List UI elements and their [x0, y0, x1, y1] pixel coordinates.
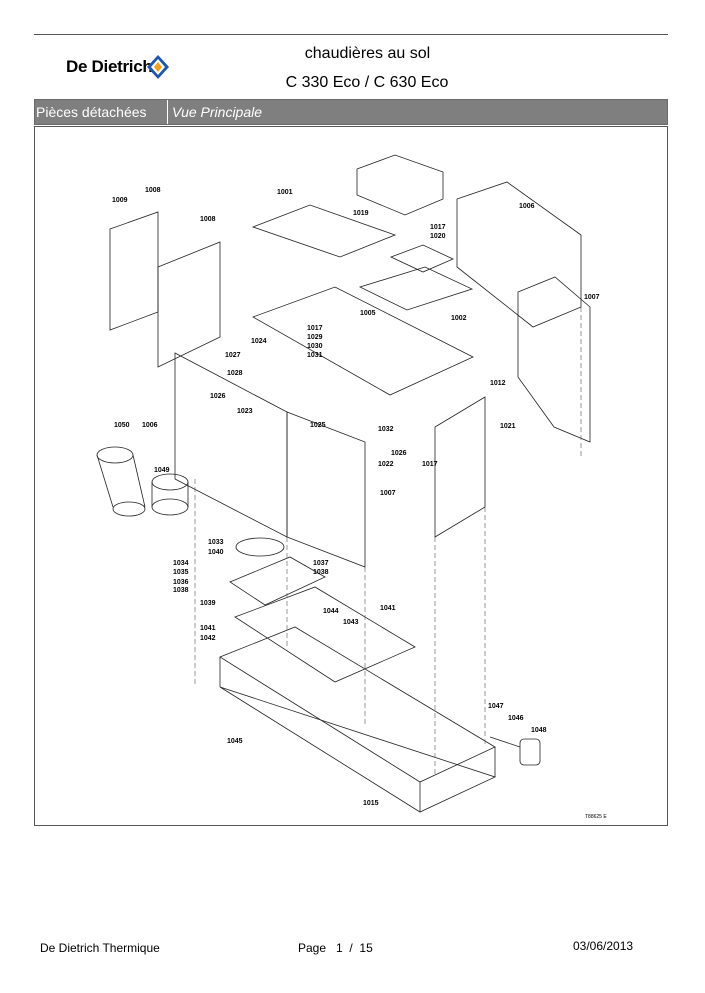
part-label: 1028 [227, 370, 243, 377]
part-label: 1043 [343, 619, 359, 626]
part-label: 1040 [208, 549, 224, 556]
part-label: 1035 [173, 569, 189, 576]
part-label: 1002 [451, 315, 467, 322]
part-label: 1021 [500, 423, 516, 430]
side-panel-1021 [434, 396, 486, 538]
part-label: 1029 [307, 334, 323, 341]
drawing-reference: T88625 E [585, 814, 607, 820]
part-label: 1017 [422, 461, 438, 468]
part-label: 1038 [313, 569, 329, 576]
header-rule [34, 34, 668, 35]
part-label: 1034 [173, 560, 189, 567]
part-label: 1022 [378, 461, 394, 468]
footer-page: Page 1 / 15 [298, 941, 373, 955]
control-box-1019 [356, 154, 444, 216]
part-label: 1017 [307, 325, 323, 332]
brand-name: De Dietrich [66, 57, 153, 76]
part-label: 1030 [307, 343, 323, 350]
part-label: 1008 [200, 216, 216, 223]
adapter-1049 [151, 473, 189, 491]
front-door-1007 [286, 411, 366, 568]
part-label: 1031 [307, 352, 323, 359]
side-panel-1007 [517, 276, 591, 443]
diamond-logo-icon [147, 55, 169, 79]
part-label: 1038 [173, 587, 189, 594]
part-label: 1036 [173, 579, 189, 586]
part-label: 1045 [227, 738, 243, 745]
section-view: Vue Principale [172, 104, 263, 120]
page-current: 1 [336, 941, 343, 955]
part-label: 1041 [200, 625, 216, 632]
page-title: chaudières au sol [304, 45, 431, 62]
part-label: 1007 [380, 490, 396, 497]
part-label: 1037 [313, 560, 329, 567]
gas-valve-1048 [519, 738, 541, 766]
footer-date: 03/06/2013 [573, 939, 634, 953]
page-total: 15 [359, 941, 373, 955]
page-subtitle: C 330 Eco / C 630 Eco [285, 74, 449, 91]
burner-1039 [229, 556, 326, 606]
part-label: 1047 [488, 703, 504, 710]
part-label: 1005 [360, 310, 376, 317]
flue-pipe-1050 [96, 446, 134, 464]
part-label: 1046 [508, 715, 524, 722]
frame-1012 [252, 286, 474, 396]
part-label: 1027 [225, 352, 241, 359]
part-label: 1025 [310, 422, 326, 429]
part-label: 1024 [251, 338, 267, 345]
plate-1002 [358, 266, 474, 311]
part-label: 1032 [378, 426, 394, 433]
part-label: 1019 [353, 210, 369, 217]
part-label: 1050 [114, 422, 130, 429]
tray-1041 [234, 586, 416, 683]
part-label: 1015 [363, 800, 379, 807]
part-label: 1007 [584, 294, 600, 301]
exploded-view-diagram: 1009 1008 1008 1001 1019 1017 1020 1006 … [96, 154, 607, 820]
part-label: 1020 [430, 233, 446, 240]
part-label-group: 1009 1008 1008 1001 1019 1017 1020 1006 … [112, 187, 607, 820]
part-label: 1044 [323, 608, 339, 615]
base-frame-1015 [219, 626, 496, 783]
panel-1008 [157, 241, 221, 368]
panel-1009 [109, 211, 159, 331]
page-label: Page [298, 941, 327, 955]
top-cover-1001 [251, 204, 397, 258]
part-label: 1008 [145, 187, 161, 194]
exploded-view-frame: 1009 1008 1008 1001 1019 1017 1020 1006 … [34, 126, 668, 826]
gasket-1033 [235, 537, 285, 557]
section-bar: Pièces détachées Vue Principale [34, 99, 668, 125]
footer-company: De Dietrich Thermique [40, 941, 160, 955]
section-label: Pièces détachées [35, 100, 168, 124]
plate-1020 [389, 244, 454, 273]
page-separator: / [349, 941, 353, 955]
part-label: 1049 [154, 467, 170, 474]
part-label: 1009 [112, 197, 128, 204]
part-label: 1017 [430, 224, 446, 231]
part-label: 1023 [237, 408, 253, 415]
part-label: 1006 [519, 203, 535, 210]
front-panel-1006 [174, 352, 288, 538]
part-label: 1033 [208, 539, 224, 546]
part-label: 1048 [531, 727, 547, 734]
part-label: 1026 [210, 393, 226, 400]
part-label: 1001 [277, 189, 293, 196]
part-label: 1012 [490, 380, 506, 387]
part-label: 1041 [380, 605, 396, 612]
part-label: 1026 [391, 450, 407, 457]
part-label: 1006 [142, 422, 158, 429]
part-label: 1042 [200, 635, 216, 642]
part-label: 1039 [200, 600, 216, 607]
